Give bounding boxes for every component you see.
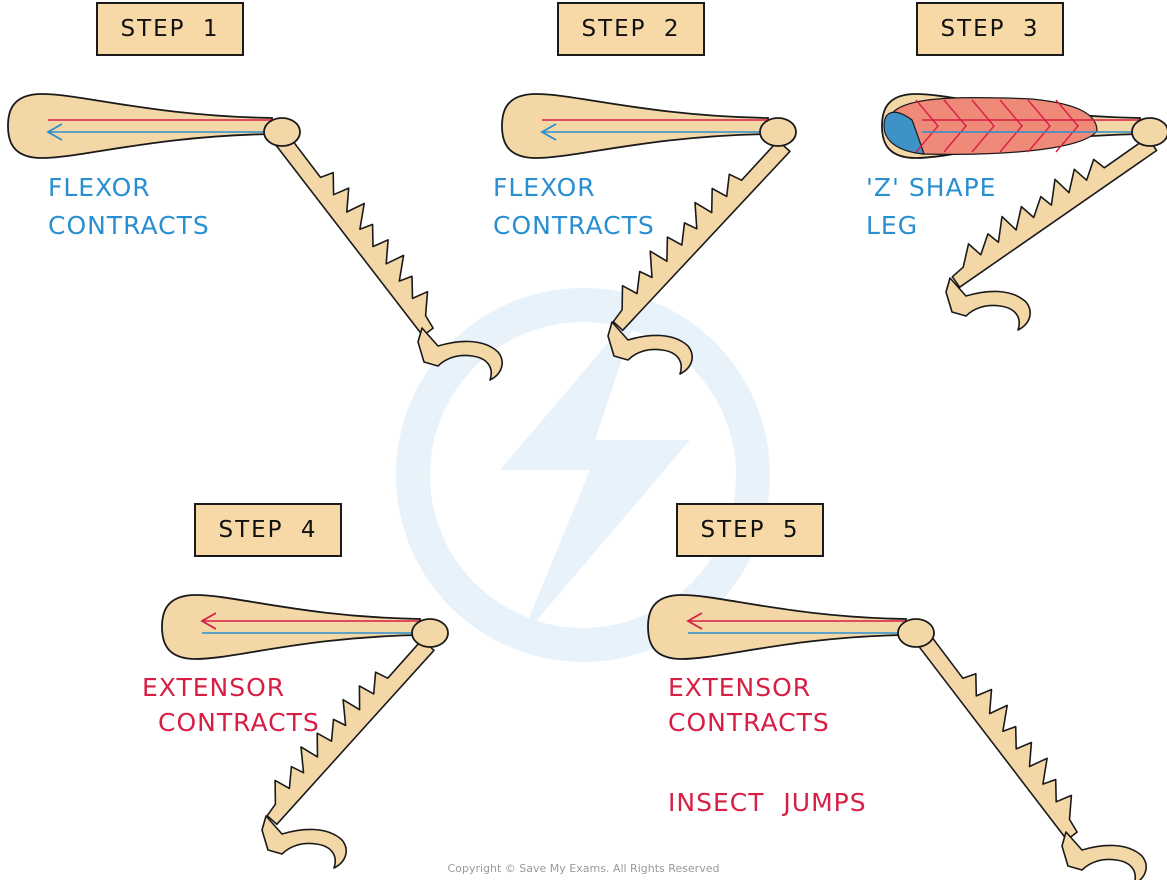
- watermark-ring: [396, 288, 770, 662]
- flexor-arrow-step-2: [540, 123, 557, 141]
- muscle-fiber-line: [915, 99, 939, 153]
- step-3-label-line-1: 'Z' SHAPE: [866, 173, 997, 202]
- knee-joint-step-3: [1131, 117, 1167, 147]
- step-5-label-line-3: INSECT JUMPS: [668, 788, 867, 817]
- foot-step-1: [417, 327, 503, 381]
- extensor-arrow-step-5: [686, 612, 703, 630]
- foot-step-5: [1061, 831, 1147, 880]
- step-5-title: STEP 5: [676, 503, 824, 557]
- step-5-label-line-2: CONTRACTS: [668, 708, 830, 737]
- foot-step-3: [945, 277, 1031, 331]
- step-4-title: STEP 4: [194, 503, 342, 557]
- legs-layer: [7, 93, 1167, 880]
- muscle-fiber-line: [1027, 99, 1051, 153]
- tibia-step-3: [951, 136, 1158, 288]
- foot-step-4: [261, 815, 347, 869]
- step-2-label-line-2: CONTRACTS: [493, 211, 655, 240]
- tibia-step-5: [916, 634, 1078, 841]
- leg-step-2: [501, 93, 797, 375]
- lightning-bolt-icon: [500, 305, 690, 640]
- watermark-logo: [396, 288, 770, 662]
- step-5-label-line-1: EXTENSOR: [668, 673, 812, 702]
- tibia-step-2: [612, 139, 791, 332]
- step-2-title: STEP 2: [557, 2, 705, 56]
- muscle-fiber-line: [999, 99, 1023, 153]
- tibia-step-1: [274, 134, 434, 337]
- leg-step-4: [161, 594, 449, 869]
- femur-step-1: [7, 93, 273, 159]
- knee-joint-step-2: [759, 117, 797, 147]
- step-3-title: STEP 3: [916, 2, 1064, 56]
- step-1-label-line-1: FLEXOR: [48, 173, 151, 202]
- femur-step-4: [161, 594, 421, 660]
- flexor-arrow-step-1: [46, 123, 63, 141]
- muscle-fiber-line: [943, 99, 967, 153]
- knee-joint-step-5: [897, 618, 935, 648]
- tibia-step-4: [266, 638, 435, 826]
- muscle-fiber-line: [971, 99, 995, 153]
- femur-step-2: [501, 93, 769, 159]
- femur-step-5: [647, 594, 907, 660]
- step-1-label-line-2: CONTRACTS: [48, 211, 210, 240]
- step-4-label-line-2: CONTRACTS: [158, 708, 320, 737]
- knee-joint-step-4: [411, 618, 449, 648]
- extensor-arrow-step-4: [200, 612, 217, 630]
- flexor-muscle-contracted: [883, 111, 925, 155]
- foot-step-2: [607, 321, 693, 375]
- leg-step-5: [647, 594, 1147, 880]
- step-4-label-line-1: EXTENSOR: [142, 673, 286, 702]
- step-3-label-line-2: LEG: [866, 211, 919, 240]
- leg-step-3: [881, 93, 1167, 331]
- knee-joint-step-1: [263, 117, 301, 147]
- leg-step-1: [7, 93, 503, 381]
- muscle-fiber-line: [1055, 99, 1079, 153]
- step-2-label-line-1: FLEXOR: [493, 173, 596, 202]
- step-1-title: STEP 1: [96, 2, 244, 56]
- copyright-notice: Copyright © Save My Exams. All Rights Re…: [447, 862, 720, 875]
